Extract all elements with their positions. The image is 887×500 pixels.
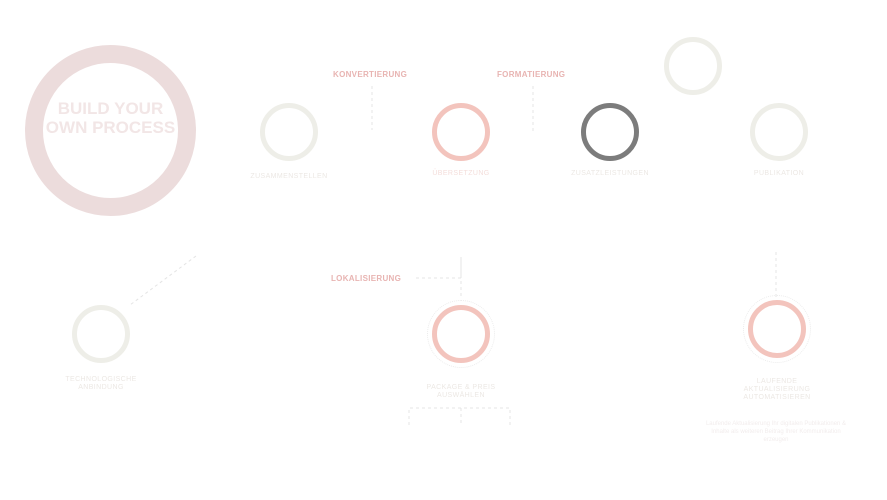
label-laufende-aktualisierung: LAUFENDE AKTUALISIERUNG AUTOMATISIEREN xyxy=(743,378,811,401)
section-formatierung: FORMATIERUNG xyxy=(497,70,566,79)
node-zusammenstellen[interactable] xyxy=(260,103,318,161)
node-uebersetzung[interactable] xyxy=(432,103,490,161)
technologie-connector xyxy=(129,255,197,306)
node-laufende-aktualisierung[interactable] xyxy=(748,300,806,358)
halo-package xyxy=(427,300,495,368)
label-zusatzleistungen: ZUSATZLEISTUNGEN xyxy=(571,170,649,177)
label-uebersetzung: ÜBERSETZUNG xyxy=(432,170,490,177)
section-lokalisierung: LOKALISIERUNG xyxy=(331,274,402,283)
section-konvertierung: KONVERTIERUNG xyxy=(333,70,408,79)
aktualisierung-description: Laufende Aktualisierung Ihr digitalen Pu… xyxy=(705,421,847,443)
label-zusammenstellen: ZUSAMMENSTELLEN xyxy=(250,173,328,180)
label-publikation: PUBLIKATION xyxy=(753,170,805,177)
node-package-preis[interactable] xyxy=(432,305,490,363)
label-package-preis: PACKAGE & PREIS AUSWÄHLEN xyxy=(426,384,496,399)
node-technologische-anbindung[interactable] xyxy=(72,305,130,363)
lokalisierung-connector xyxy=(416,257,462,298)
node-zusatzleistungen[interactable] xyxy=(581,103,639,161)
hero-title: BUILD YOUR OWN PROCESS xyxy=(45,99,176,137)
node-publikation[interactable] xyxy=(750,103,808,161)
package-branch-connector xyxy=(408,407,511,425)
label-technologische-anbindung: TECHNOLOGISCHE ANBINDUNG xyxy=(65,376,137,391)
halo-aktualisierung xyxy=(743,295,811,363)
node-floating xyxy=(664,37,722,95)
